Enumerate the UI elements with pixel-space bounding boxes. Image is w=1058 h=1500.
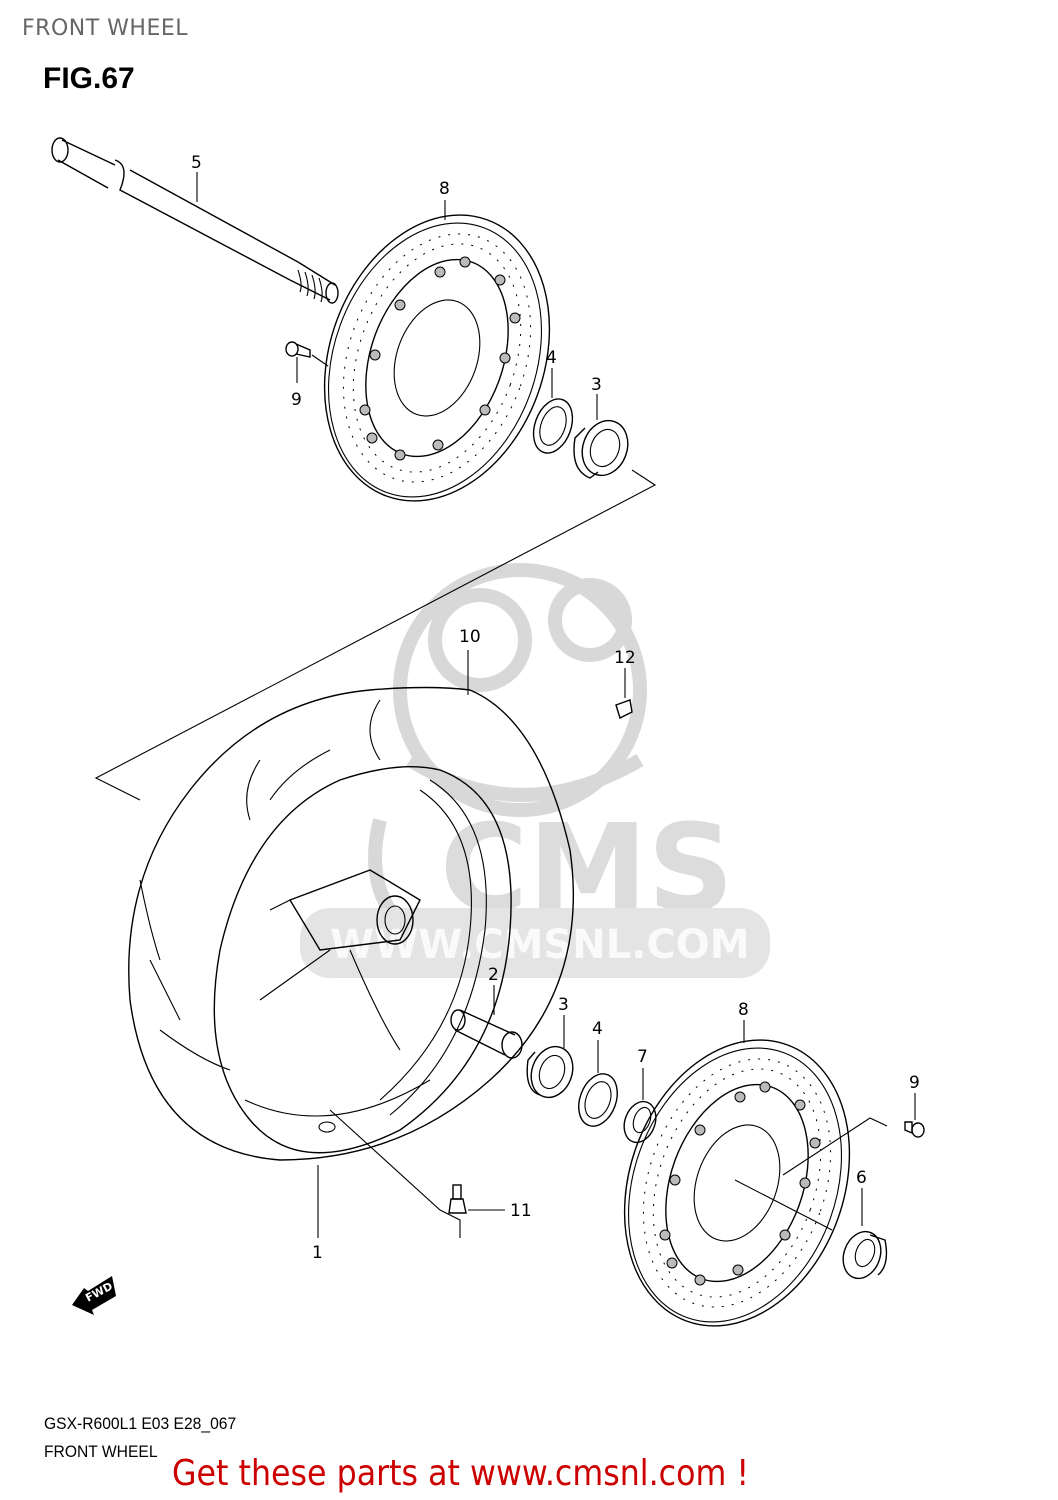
spacer-part-2: 2 bbox=[450, 965, 523, 1059]
callout-3-lower: 3 bbox=[558, 995, 569, 1015]
callout-5: 5 bbox=[191, 153, 202, 173]
cms-watermark: CMS WWW.CMSNL.COM bbox=[300, 563, 770, 978]
callout-6: 6 bbox=[856, 1168, 867, 1188]
callout-9-lower: 9 bbox=[909, 1073, 920, 1093]
bearing-part-3-lower: 3 bbox=[526, 995, 574, 1099]
valve-part-11: 11 bbox=[448, 1184, 532, 1221]
callout-12: 12 bbox=[614, 648, 636, 668]
oil-seal-part-4-lower: 4 bbox=[578, 1019, 618, 1127]
callout-2: 2 bbox=[488, 965, 499, 985]
disc-bolt-part-9-top: 9 bbox=[285, 341, 329, 410]
wheel-rim-part-1: 1 bbox=[213, 765, 512, 1263]
oil-seal-part-4-top: 4 bbox=[532, 348, 574, 454]
callout-8-lower: 8 bbox=[738, 1000, 749, 1020]
balancer-part-12: 12 bbox=[614, 648, 636, 719]
disc-bolt-part-9-lower: 9 bbox=[782, 1073, 925, 1176]
tire-part-10: 10 bbox=[128, 627, 575, 1161]
callout-7: 7 bbox=[637, 1047, 648, 1067]
figure-number: FIG.67 bbox=[43, 62, 135, 95]
axle-nut-part-6: 6 bbox=[842, 1168, 888, 1280]
callout-11: 11 bbox=[510, 1201, 532, 1221]
callout-4-lower: 4 bbox=[592, 1019, 603, 1039]
callout-8-top: 8 bbox=[439, 179, 450, 199]
callout-10: 10 bbox=[459, 627, 481, 647]
collar-part-7: 7 bbox=[623, 1047, 657, 1144]
brake-disc-part-8-lower: 8 bbox=[623, 1000, 851, 1327]
callout-3-top: 3 bbox=[591, 375, 602, 395]
bearing-part-3-top: 3 bbox=[573, 375, 629, 479]
section-title: FRONT WHEEL bbox=[22, 16, 188, 41]
watermark-url-text: WWW.CMSNL.COM bbox=[330, 922, 750, 968]
promo-link[interactable]: Get these parts at www.cmsnl.com ! bbox=[172, 1453, 750, 1494]
callout-9-top: 9 bbox=[291, 390, 302, 410]
axle-part-5: 5 bbox=[51, 137, 339, 304]
model-code: GSX-R600L1 E03 E28_067 bbox=[44, 1414, 237, 1433]
callout-1: 1 bbox=[312, 1243, 323, 1263]
callout-4-top: 4 bbox=[546, 348, 557, 368]
brake-disc-part-8-top: 8 bbox=[323, 179, 551, 502]
assembly-guide-line bbox=[94, 469, 657, 801]
footer-title: FRONT WHEEL bbox=[44, 1442, 158, 1461]
forward-direction-arrow-icon: FWD bbox=[72, 1276, 116, 1315]
